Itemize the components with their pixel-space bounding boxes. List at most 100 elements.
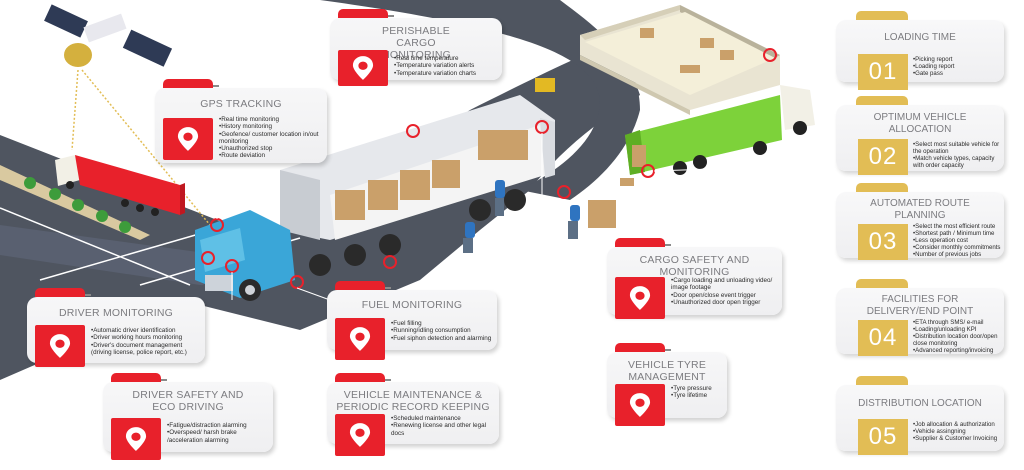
location-pin-icon <box>629 393 651 417</box>
card-tab <box>335 373 391 382</box>
card-tab <box>856 376 908 385</box>
feature-card-gps-tracking: GPS TRACKING Real time monitoring Histor… <box>155 79 327 163</box>
feature-icon-box <box>335 414 385 456</box>
step-list: Job allocation & authorization Vehicle a… <box>913 421 1005 442</box>
step-item: Less operation cost <box>913 237 1005 244</box>
feature-icon-box <box>35 325 85 367</box>
feature-card-perishable-cargo: PERISHABLE CARGO MONITORING Real time te… <box>330 9 502 86</box>
feature-list: Cargo loading and unloading video/ image… <box>671 277 779 306</box>
step-list: Picking report Loading report Gate pass <box>913 56 1001 77</box>
sensor-marker <box>763 48 777 62</box>
card-tab <box>856 11 908 20</box>
feature-item: History monitoring <box>219 123 324 130</box>
feature-item: Fuel siphon detection and alarming <box>391 335 493 342</box>
feature-list: Fatigue/distraction alarming Overspeed/ … <box>167 422 269 444</box>
feature-card-driver-safety: DRIVER SAFETY AND ECO DRIVING Fatigue/di… <box>103 373 273 460</box>
step-number: 04 <box>858 320 908 356</box>
card-title: DRIVER MONITORING <box>58 307 174 319</box>
card-tab <box>111 373 167 382</box>
step-title: FACILITIES FOR DELIVERY/END POINT <box>866 294 974 317</box>
card-title: DRIVER SAFETY AND ECO DRIVING <box>132 389 244 413</box>
feature-item: Temperature variation charts <box>394 70 499 77</box>
card-tab <box>856 96 908 105</box>
step-item: Loading report <box>913 63 1001 70</box>
satellite-illustration <box>44 4 211 226</box>
step-list: Select most suitable vehicle for the ope… <box>913 141 1003 169</box>
feature-icon-box <box>163 118 213 160</box>
feature-card-cargo-safety: CARGO SAFETY AND MONITORING Cargo loadin… <box>607 238 782 319</box>
feature-icon-box <box>338 50 388 86</box>
card-title: VEHICLE TYRE MANAGEMENT <box>627 359 707 383</box>
sensor-marker <box>557 185 571 199</box>
card-tab <box>163 79 219 88</box>
feature-item: Fuel filling <box>391 320 493 327</box>
feature-icon-box <box>615 277 665 319</box>
step-number: 02 <box>858 139 908 175</box>
sensor-marker <box>383 255 397 269</box>
step-item: Select most suitable vehicle for the ope… <box>913 141 1003 155</box>
feature-item: Cargo loading and unloading video/ image… <box>671 277 779 292</box>
feature-item: Route deviation <box>219 152 324 159</box>
median-strip <box>0 165 150 240</box>
location-pin-icon <box>352 56 374 80</box>
step-item: Select the most efficient route <box>913 223 1005 230</box>
step-title: DISTRIBUTION LOCATION <box>858 398 982 409</box>
step-item: Number of previous jobs <box>913 251 1005 258</box>
card-tab <box>35 288 91 297</box>
step-title: AUTOMATED ROUTE PLANNING <box>870 198 970 221</box>
step-item: Picking report <box>913 56 1001 63</box>
main-trailer-illustration <box>280 95 555 266</box>
step-item: Vehicle assingning <box>913 428 1005 435</box>
feature-list: Real time temperature Temperature variat… <box>394 55 499 77</box>
feature-list: Fuel filling Running/idling consumption … <box>391 320 493 342</box>
step-item: Supplier & Customer Invoicing <box>913 435 1005 442</box>
step-number: 03 <box>858 224 908 260</box>
feature-icon-box <box>111 418 161 460</box>
feature-item: Renewing license and other legal docs <box>391 422 491 437</box>
feature-icon-box <box>615 384 665 426</box>
feature-list: Scheduled maintenance Renewing license a… <box>391 415 491 437</box>
step-item: Job allocation & authorization <box>913 421 1005 428</box>
sensor-marker <box>406 124 420 138</box>
card-tab <box>856 183 908 192</box>
step-title: OPTIMUM VEHICLE ALLOCATION <box>873 112 967 135</box>
feature-item: Unauthorized door open trigger <box>671 299 779 306</box>
step-list: Select the most efficient route Shortest… <box>913 223 1005 258</box>
step-title: LOADING TIME <box>884 32 956 43</box>
warehouse-illustration <box>535 5 780 115</box>
feature-item: Driver's document management (driving li… <box>91 342 203 357</box>
card-tab <box>856 279 908 288</box>
feature-card-fuel-monitoring: FUEL MONITORING Fuel filling Running/idl… <box>327 281 497 360</box>
feature-card-driver-monitoring: DRIVER MONITORING Automatic driver ident… <box>27 288 205 367</box>
feature-card-tyre-management: VEHICLE TYRE MANAGEMENT Tyre pressure Ty… <box>607 343 727 426</box>
card-title: VEHICLE MAINTENANCE & PERIODIC RECORD KE… <box>336 389 490 413</box>
feature-item: Geofence/ customer location in/out monit… <box>219 131 324 146</box>
connector-lines <box>216 133 831 301</box>
card-title: CARGO SAFETY AND MONITORING <box>639 254 750 278</box>
feature-list: Automatic driver identification Driver w… <box>91 327 203 356</box>
step-card-01: LOADING TIME 01 Picking report Loading r… <box>836 11 1004 90</box>
red-truck-illustration <box>55 155 185 216</box>
card-tab <box>615 343 671 352</box>
step-item: Match vehicle types, capacity with order… <box>913 155 1003 169</box>
workers-illustration <box>463 180 616 253</box>
feature-item: Unauthorized stop <box>219 145 324 152</box>
feature-item: Tyre lifetime <box>671 392 723 399</box>
green-trailer-illustration <box>620 85 815 186</box>
feature-item: Scheduled maintenance <box>391 415 491 422</box>
step-item: Distribution location door/open close mo… <box>913 333 1005 347</box>
location-pin-icon <box>125 427 147 451</box>
sensor-marker <box>201 251 215 265</box>
step-card-05: DISTRIBUTION LOCATION 05 Job allocation … <box>836 376 1005 455</box>
feature-item: Automatic driver identification <box>91 327 203 334</box>
step-number: 01 <box>858 54 908 90</box>
feature-card-vehicle-maintenance: VEHICLE MAINTENANCE & PERIODIC RECORD KE… <box>327 373 499 456</box>
feature-item: Door open/close event trigger <box>671 292 779 299</box>
feature-item: Tyre pressure <box>671 385 723 392</box>
feature-icon-box <box>335 318 385 360</box>
location-pin-icon <box>349 327 371 351</box>
card-tab <box>335 281 391 290</box>
step-item: Advanced reporting/invoicing <box>913 347 1005 354</box>
card-title: GPS TRACKING <box>200 98 282 110</box>
location-pin-icon <box>49 334 71 358</box>
